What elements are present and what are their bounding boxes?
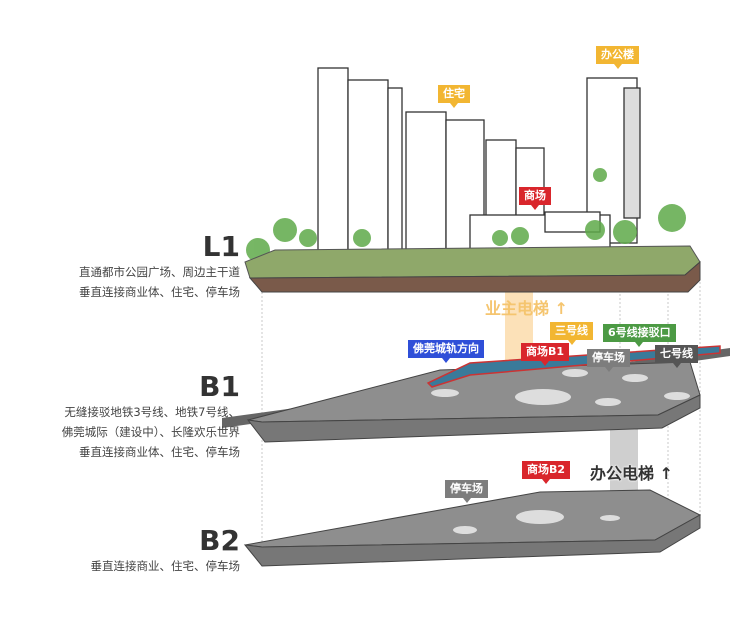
tag-residential: 住宅	[438, 85, 470, 108]
b2-slab-side	[243, 514, 701, 567]
level-desc: 直通都市公园广场、周边主干道	[79, 265, 240, 279]
l1-slab-side	[248, 260, 701, 293]
level-title: B2	[199, 524, 240, 557]
level-b1: B1 无缝接驳地铁3号线、地铁7号线、 佛莞城际（建设中）、长隆欢乐世界 垂直连…	[62, 372, 240, 462]
b2-slab-top	[244, 489, 702, 548]
buildings	[317, 67, 641, 259]
tag-mall: 商场	[519, 187, 551, 210]
tag-mall-b2: 商场B2	[522, 461, 571, 484]
b1-slab-side	[246, 394, 701, 443]
tag-line6: 6号线接驳口	[603, 324, 676, 347]
level-desc: 佛莞城际（建设中）、长隆欢乐世界	[61, 425, 240, 439]
level-b2: B2 垂直连接商业、住宅、停车场	[91, 526, 241, 576]
train	[426, 345, 721, 388]
tag-line3: 三号线	[550, 322, 593, 345]
level-desc: 无缝接驳地铁3号线、地铁7号线、	[64, 405, 240, 419]
tag-foguan: 佛莞城轨方向	[408, 340, 484, 363]
trees	[246, 168, 686, 262]
tag-parking-b2: 停车场	[445, 480, 488, 503]
b1-spots	[431, 369, 690, 406]
l1-slab-top	[244, 245, 701, 279]
office-elevator-label: 办公电梯 ↑	[590, 464, 673, 483]
b2-spots	[453, 510, 620, 534]
level-title: B1	[199, 370, 240, 403]
level-desc: 垂直连接商业体、住宅、停车场	[79, 285, 240, 299]
level-title: L1	[202, 230, 240, 263]
level-desc: 垂直连接商业体、住宅、停车场	[79, 445, 240, 459]
tag-parking-b1: 停车场	[587, 349, 630, 372]
tag-mall-b1: 商场B1	[521, 343, 570, 366]
owner-elevator-label: 业主电梯 ↑	[485, 299, 568, 318]
level-l1: L1 直通都市公园广场、周边主干道 垂直连接商业体、住宅、停车场	[79, 232, 240, 302]
tag-office: 办公楼	[596, 46, 639, 69]
tag-line7: 七号线	[655, 345, 698, 368]
level-desc: 垂直连接商业、住宅、停车场	[90, 559, 241, 573]
